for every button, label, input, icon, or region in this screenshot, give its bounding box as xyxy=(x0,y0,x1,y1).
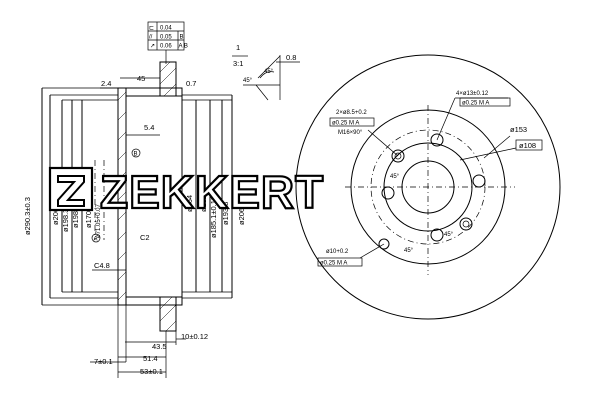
detail-scale-top: 1 xyxy=(236,43,240,52)
dia-label-8: ø182 xyxy=(199,195,208,212)
dia-label-7: ø164 xyxy=(185,195,194,212)
locating-hole-1 xyxy=(391,149,405,163)
zekkert-logo: ZEKKERT xyxy=(48,165,324,219)
label-10: ø10+0.2 xyxy=(326,249,349,255)
label-pos-c: ø0.25 M A xyxy=(320,261,347,267)
tol-value-3: 0.06 xyxy=(160,44,172,50)
datum-a-label: A xyxy=(94,237,98,243)
dia-label-6: ø71.05+0.07 xyxy=(96,203,102,238)
dim-c2: C2 xyxy=(140,233,150,242)
datum-a-marker xyxy=(91,233,101,243)
dim-48: C4.8 xyxy=(94,261,110,270)
bolt-hole-3 xyxy=(430,228,444,242)
dia-label-4: ø198 xyxy=(71,211,80,228)
label-holes-2: 2×ø8.5+0.2 xyxy=(336,110,367,116)
datum-b-label: B xyxy=(134,152,138,158)
bolt-hole-1 xyxy=(430,133,444,147)
dim-53: 53±0.1 xyxy=(140,367,163,376)
watermark-text: ZEKKERT xyxy=(100,166,324,218)
label-pos-b: ø0.25 M A xyxy=(332,121,359,127)
detail-view: 1 3:1 0.8 45° 45° xyxy=(232,43,300,101)
angle-label-3: 45° xyxy=(404,248,414,254)
detail-dim-08: 0.8 xyxy=(286,53,296,62)
pin-hole xyxy=(378,238,390,250)
angle-label-1: 45° xyxy=(390,174,400,180)
label-153: ø153 xyxy=(510,125,527,134)
angle-label-2: 45° xyxy=(444,232,454,238)
tol-value-1: 0.04 xyxy=(160,26,172,32)
dia-label-11: ø206.5 xyxy=(237,202,246,225)
parallel-icon: // xyxy=(149,35,153,41)
label-thread: M16×90° xyxy=(338,130,363,136)
detail-scale-bottom: 3:1 xyxy=(233,59,243,68)
dia-label-5: ø170 xyxy=(84,211,93,228)
disc-outer-circle xyxy=(295,54,561,320)
datum-b-marker xyxy=(131,148,141,158)
runout-icon: ↗ xyxy=(150,44,155,50)
label-pos-a: ø0.25 M A xyxy=(462,101,489,107)
bolt-hole-4 xyxy=(381,186,395,200)
dim-10: 10±0.12 xyxy=(181,332,208,341)
dia-label-3: ø198.3 xyxy=(61,209,70,232)
flatness-icon: ⊏ xyxy=(149,26,154,32)
dim-7: 7±0.1 xyxy=(94,357,113,366)
dim-54: 5.4 xyxy=(144,123,154,132)
bolt-hole-2 xyxy=(472,174,486,188)
locating-hole-2 xyxy=(459,217,473,231)
detail-dim-45b: 45° xyxy=(243,78,253,84)
front-view: 4×ø13±0.12 ø0.25 M A 2×ø8.5+0.2 ø0.25 M … xyxy=(295,54,561,320)
dia-label-10: ø193.8 xyxy=(221,202,230,225)
label-holes-4: 4×ø13±0.12 xyxy=(456,91,489,97)
dim-top-24: 2.4 xyxy=(101,79,111,88)
dim-top-45: 45 xyxy=(137,74,145,83)
label-108: ø108 xyxy=(519,141,536,150)
dia-label-1: ø290.3±0.3 xyxy=(23,197,32,235)
dia-label-2: ø206 xyxy=(51,208,60,225)
tol-value-2: 0.05 xyxy=(160,35,172,41)
dim-top-07: 0.7 xyxy=(186,79,196,88)
dim-514: 51.4 xyxy=(143,354,158,363)
dia-label-9: ø185.1±0.12 xyxy=(209,196,218,238)
dim-435: 43.5 xyxy=(152,342,167,351)
section-view: ø290.3±0.3 ø206 ø198.3 ø198 ø170 ø71.05+… xyxy=(23,61,246,378)
tol-datum-2: B xyxy=(180,35,184,41)
tolerance-frame: ⊏ 0.04 // 0.05 B ↗ 0.06 A B xyxy=(147,21,188,64)
tol-datum-3: A B xyxy=(179,44,188,50)
